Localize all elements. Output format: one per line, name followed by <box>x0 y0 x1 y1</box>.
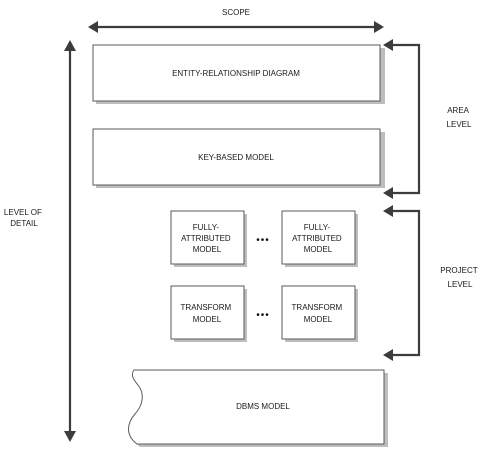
key-based-label: KEY-BASED MODEL <box>198 153 274 162</box>
dbms-model-box: DBMS MODEL <box>128 369 388 447</box>
area-level-bracket <box>383 39 421 199</box>
transform-left-label: TRANSFORM MODEL <box>181 303 234 324</box>
fully-attributed-left-box: FULLY- ATTRIBUTED MODEL <box>170 210 247 267</box>
level-of-detail-line-1: LEVEL OF <box>4 208 42 217</box>
level-of-detail-arrow <box>64 40 76 442</box>
area-level-line-2: LEVEL <box>447 120 472 129</box>
transform-right-line-2: MODEL <box>304 315 333 324</box>
transform-right-line-1: TRANSFORM <box>292 303 343 312</box>
ellipsis-transform: ••• <box>256 310 270 321</box>
project-level-line-1: PROJECT <box>440 266 477 275</box>
project-level-bracket <box>383 205 421 361</box>
transform-right-label: TRANSFORM MODEL <box>292 303 345 324</box>
dbms-model-label: DBMS MODEL <box>236 402 290 411</box>
scope-arrow <box>88 21 384 33</box>
fully-attributed-right-line-3: MODEL <box>304 245 333 254</box>
fully-attributed-right-line-2: ATTRIBUTED <box>292 234 342 243</box>
level-of-detail-line-2: DETAIL <box>10 219 38 228</box>
entity-relationship-label: ENTITY-RELATIONSHIP DIAGRAM <box>172 69 300 78</box>
scope-label: SCOPE <box>222 8 250 17</box>
level-of-detail-label: LEVEL OF DETAIL <box>4 208 44 228</box>
key-based-box: KEY-BASED MODEL <box>92 128 385 188</box>
transform-left-box: TRANSFORM MODEL <box>170 285 247 342</box>
fully-attributed-left-line-3: MODEL <box>193 245 222 254</box>
project-level-line-2: LEVEL <box>448 280 473 289</box>
ellipsis-fully-attributed: ••• <box>256 235 270 246</box>
fully-attributed-right-line-1: FULLY- <box>304 223 331 232</box>
project-level-label: PROJECT LEVEL <box>440 266 479 289</box>
transform-left-line-2: MODEL <box>193 315 222 324</box>
fully-attributed-right-box: FULLY- ATTRIBUTED MODEL <box>281 210 358 267</box>
fully-attributed-left-line-1: FULLY- <box>193 223 220 232</box>
fully-attributed-right-label: FULLY- ATTRIBUTED MODEL <box>292 223 344 254</box>
transform-right-box: TRANSFORM MODEL <box>281 285 358 342</box>
area-level-line-1: AREA <box>447 106 469 115</box>
fully-attributed-left-label: FULLY- ATTRIBUTED MODEL <box>181 223 233 254</box>
fully-attributed-left-line-2: ATTRIBUTED <box>181 234 231 243</box>
area-level-label: AREA LEVEL <box>447 106 472 129</box>
transform-left-line-1: TRANSFORM <box>181 303 232 312</box>
entity-relationship-box: ENTITY-RELATIONSHIP DIAGRAM <box>92 44 385 104</box>
